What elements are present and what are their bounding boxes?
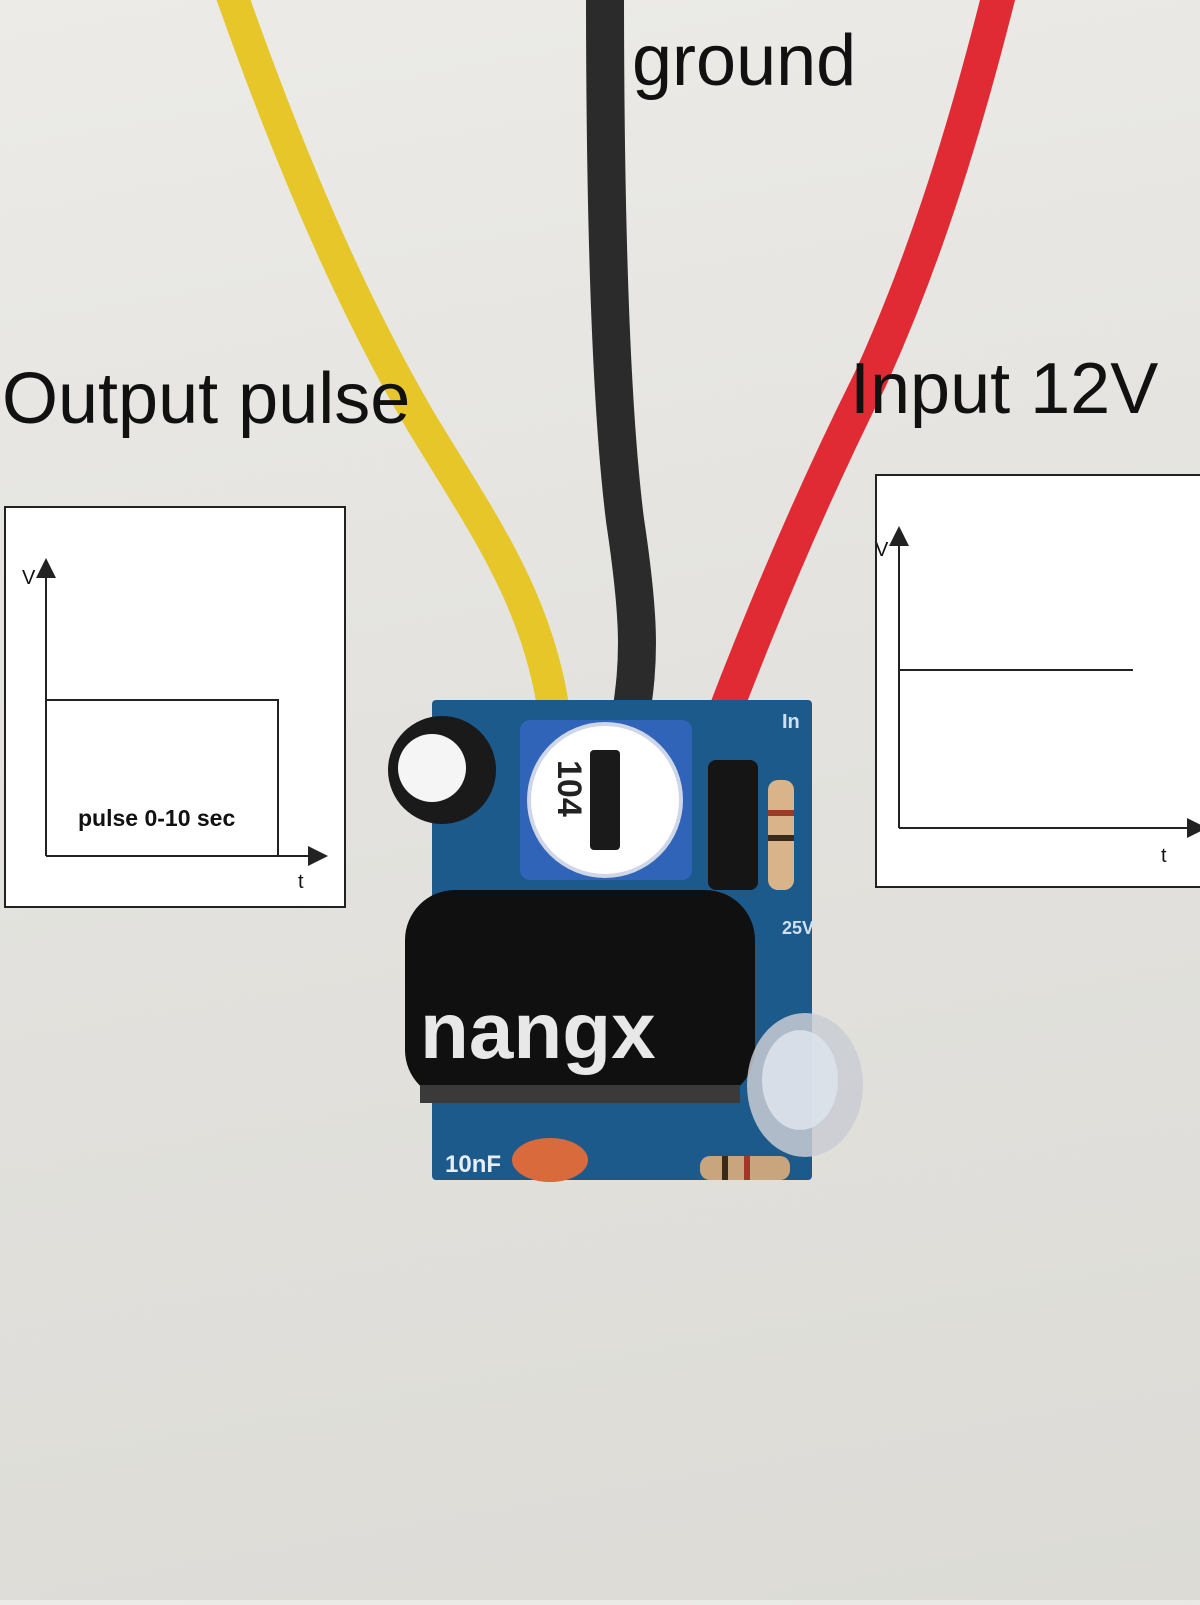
pot-marking: 104 xyxy=(550,760,588,817)
red-input-wire xyxy=(703,0,1016,742)
ground-label: ground xyxy=(632,21,857,101)
capacitor-brand: nangx xyxy=(420,986,656,1075)
voltage-marking: 25V xyxy=(782,918,814,938)
diode xyxy=(708,760,758,890)
pulse-waveform xyxy=(46,699,279,856)
ceramic-capacitor xyxy=(512,1138,588,1182)
yellow-output-wire xyxy=(216,0,571,736)
input-voltage-graph: V t xyxy=(875,474,1200,888)
v-axis-label: V xyxy=(22,567,36,589)
output-pulse-label: Output pulse xyxy=(2,359,411,439)
black-ground-wire xyxy=(586,0,656,739)
v-axis-label: V xyxy=(877,539,889,561)
t-axis-label: t xyxy=(1161,845,1167,867)
large-capacitor xyxy=(405,890,755,1100)
in-marking: In xyxy=(782,711,800,733)
capacitor-value: 10nF xyxy=(445,1151,501,1178)
input-voltage-label: Input 12V xyxy=(850,349,1159,429)
output-pulse-graph: V t pulse 0-10 sec xyxy=(4,506,346,908)
pulse-duration-label: pulse 0-10 sec xyxy=(78,805,235,831)
t-axis-label: t xyxy=(298,871,304,893)
